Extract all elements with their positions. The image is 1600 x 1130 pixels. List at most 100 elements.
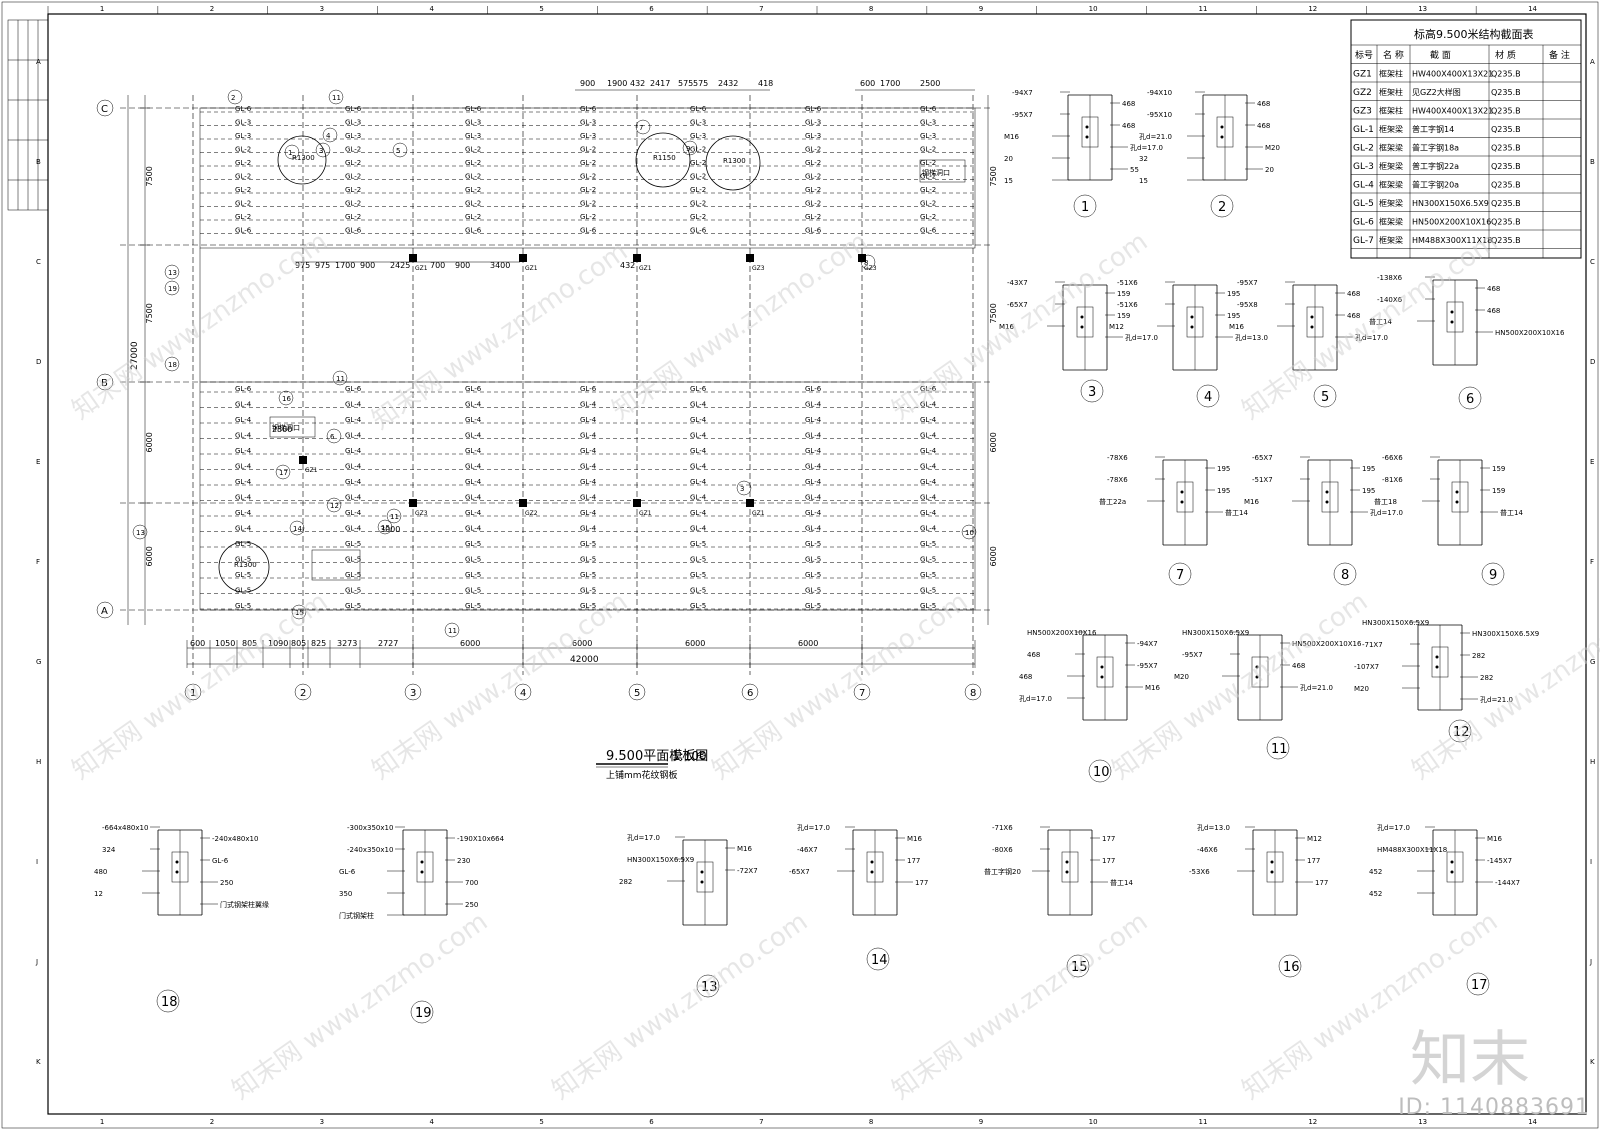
detail-label: M16 [1229, 323, 1244, 331]
opening-label: 钢梯洞口 [922, 168, 950, 177]
top-dimension: 900 [580, 79, 595, 88]
beam-label: GL-2 [920, 146, 936, 154]
beam-label: GL-2 [345, 200, 361, 208]
detail-label: -65X7 [1007, 301, 1028, 309]
beam-label: GL-5 [345, 540, 361, 548]
table-cell-section: HN300X150X6.5X9 [1412, 199, 1489, 208]
detail-label: 159 [1117, 290, 1130, 298]
frame-row-letter: E [1590, 458, 1594, 466]
table-header: 截 面 [1430, 49, 1451, 61]
detail-label: 12 [94, 890, 103, 898]
middle-dimension: 900 [360, 261, 375, 270]
detail-number: 16 [1283, 960, 1300, 975]
column-label: GZ1 [305, 467, 318, 474]
beam-label: GL-5 [235, 571, 251, 579]
detail-number: 6 [1466, 392, 1474, 407]
table-cell-name: 框架梁 [1379, 161, 1403, 171]
frame-row-letter: E [36, 458, 40, 466]
frame-col-number: 3 [320, 5, 324, 13]
table-cell-material: Q235.B [1491, 88, 1521, 97]
top-dimension: 1700 [880, 79, 900, 88]
frame-col-number: 5 [539, 1118, 543, 1126]
frame-col-number: 11 [1199, 1118, 1208, 1126]
beam-label: GL-2 [345, 186, 361, 194]
table-cell-mark: GZ3 [1353, 107, 1372, 117]
axis-row-label: B [101, 378, 108, 389]
detail-callout: 18 [168, 361, 177, 369]
detail-label: 孔d=17.0 [1355, 334, 1388, 342]
detail-callout: 1 [288, 149, 292, 157]
beam-label: GL-6 [465, 227, 482, 235]
beam-label: GL-4 [920, 494, 937, 502]
detail-label: HM488X300X11X18 [1377, 846, 1447, 854]
beam-label: GL-5 [465, 602, 481, 610]
detail-label: -240x350x10 [347, 846, 393, 854]
detail-label: 282 [1472, 652, 1485, 660]
beam-label: GL-2 [235, 213, 251, 221]
detail-callout: 6 [330, 433, 335, 441]
detail-label: 177 [915, 879, 928, 887]
axis-bubble [741, 683, 759, 701]
bottom-dimension: 6000 [798, 639, 818, 648]
detail-number: 2 [1218, 200, 1226, 215]
frame-row-letter: C [36, 258, 41, 266]
beam-label: GL-5 [235, 556, 251, 564]
frame-col-number: 10 [1089, 5, 1098, 13]
beam-label: GL-2 [690, 173, 706, 181]
table-cell-mark: GL-7 [1353, 236, 1374, 246]
beam-label: GL-4 [235, 525, 252, 533]
table-cell-mark: GL-3 [1353, 162, 1374, 172]
detail-label: HN300X150X6.5X9 [1182, 629, 1249, 637]
detail-label: -107X7 [1354, 663, 1379, 671]
bottom-dimension: 6000 [572, 639, 592, 648]
beam-label: GL-2 [580, 173, 596, 181]
beam-label: GL-4 [235, 432, 252, 440]
beam-label: GL-5 [235, 587, 251, 595]
table-cell-name: 框架柱 [1379, 69, 1403, 79]
beam-label: GL-4 [690, 447, 707, 455]
detail-label: -95X8 [1237, 301, 1258, 309]
frame-col-number: 13 [1418, 5, 1427, 13]
detail-label: -71X7 [1362, 641, 1383, 649]
beam-label: GL-4 [345, 494, 362, 502]
beam-label: GL-6 [235, 105, 252, 113]
beam-label: GL-6 [580, 227, 597, 235]
table-cell-material: Q235.B [1491, 199, 1521, 208]
beam-label: GL-4 [580, 509, 597, 517]
bottom-dimension: 1050 [215, 639, 235, 648]
beam-label: GL-4 [690, 494, 707, 502]
detail-label: 468 [1019, 673, 1032, 681]
table-cell-name: 框架柱 [1379, 87, 1403, 97]
top-dimension: 1900 [607, 79, 627, 88]
beam-label: GL-3 [580, 119, 596, 127]
beam-label: GL-2 [580, 159, 596, 167]
detail-callout: 3 [319, 147, 323, 155]
detail-number: 18 [161, 995, 178, 1010]
beam-label: GL-5 [235, 602, 251, 610]
table-cell-material: Q235.B [1491, 181, 1521, 190]
beam-label: GL-4 [345, 401, 362, 409]
frame-col-number: 9 [979, 5, 983, 13]
beam-label: GL-4 [805, 401, 822, 409]
middle-dimension: 2425 [390, 261, 410, 270]
axis-bubble [404, 683, 422, 701]
beam-label: GL-5 [920, 556, 936, 564]
detail-callout: 17 [279, 469, 288, 477]
axis-bubble [628, 683, 646, 701]
bottom-dimension: 600 [190, 639, 205, 648]
axis-col-label: 6 [747, 688, 753, 699]
frame-col-number: 14 [1528, 5, 1537, 13]
detail-label: 195 [1227, 290, 1240, 298]
axis-bubble [96, 99, 114, 117]
axis-col-label: 8 [970, 688, 976, 699]
axis-col-label: 3 [410, 688, 416, 699]
axis-bubble [96, 373, 114, 391]
frame-col-number: 7 [759, 1118, 763, 1126]
watermark: 知末网 www.znzmo.com [1237, 227, 1503, 426]
axis-col-label: 4 [520, 688, 526, 699]
watermark: 知末网 www.znzmo.com [887, 907, 1153, 1106]
frame-row-letter: G [1590, 658, 1595, 666]
